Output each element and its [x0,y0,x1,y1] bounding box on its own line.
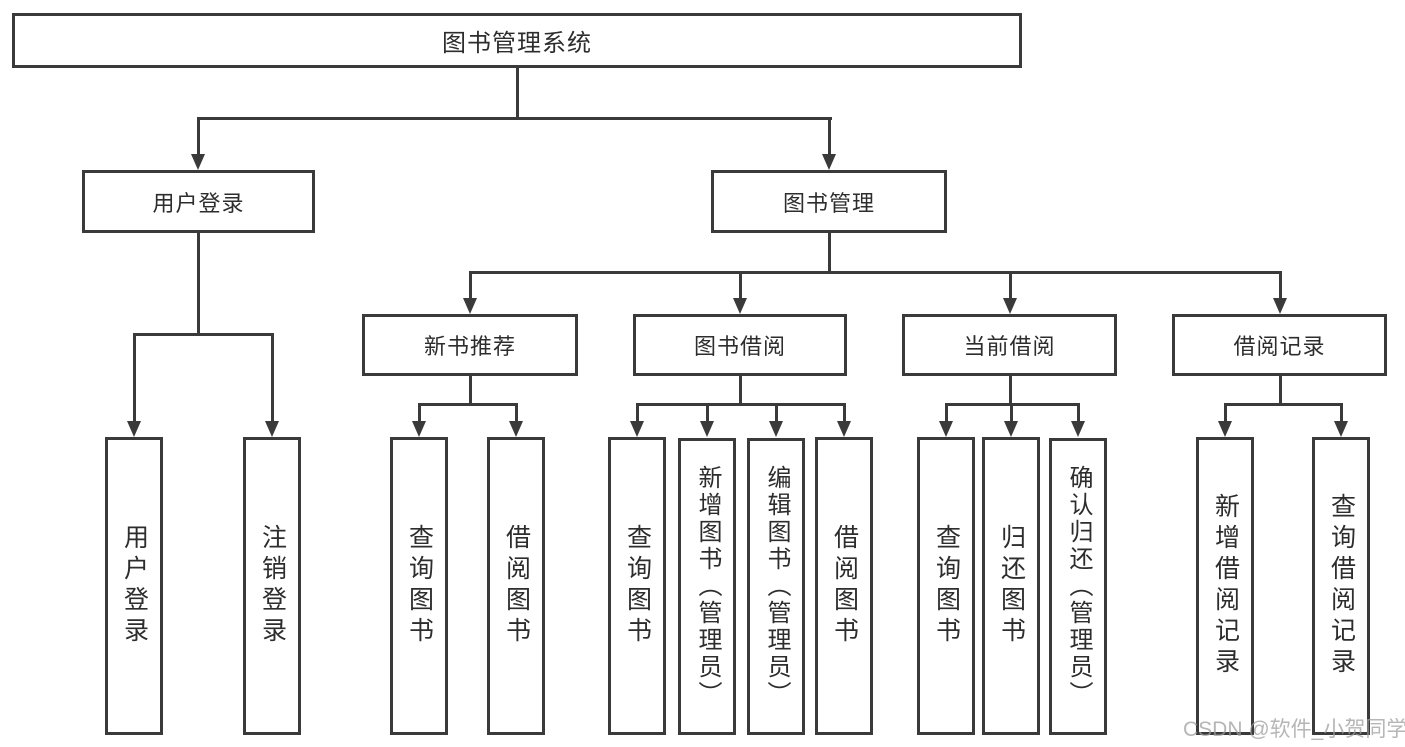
node-book-management-label: 图书管理 [782,190,875,216]
arrow-down [1071,421,1085,437]
node-root-label: 图书管理系统 [442,30,592,57]
node-user-login: 用户登录 [82,170,315,233]
arrow-down [1004,421,1018,437]
leaf-label: 查询图书 [932,524,961,648]
arrow-down [630,421,644,437]
leaf-borrow-books: 借阅图书 [815,437,873,735]
connector-line [843,403,846,421]
connector-bar [469,271,1282,274]
connector-line [197,233,200,335]
arrow-down [700,421,714,437]
connector-line [418,403,421,421]
connector-line [828,233,831,273]
leaf-label: 用户登录 [120,524,149,648]
connector-line [515,403,518,421]
leaf-label: 新增图书（管理员） [694,465,721,708]
node-book-borrow-label: 图书借阅 [693,334,786,359]
connector-line [1224,403,1227,421]
csdn-watermark: CSDN @软件_小贺同学 [1183,718,1405,741]
arrow-down [1334,421,1348,437]
connector-line [739,271,742,298]
connector-line [133,333,136,421]
connector-line [1340,403,1343,421]
arrow-down [1273,298,1287,314]
connector-line [828,117,831,155]
connector-bar [418,403,518,406]
node-current-borrow-label: 当前借阅 [963,334,1056,359]
arrow-down [837,421,851,437]
connector-line [1010,403,1013,421]
leaf-edit-books-admin: 编辑图书（管理员） [747,438,805,735]
node-user-login-label: 用户登录 [152,190,245,216]
arrow-down [265,421,279,437]
leaf-return-books: 归还图书 [982,437,1040,735]
leaf-label: 编辑图书（管理员） [763,465,790,708]
node-current-borrow: 当前借阅 [902,314,1117,376]
arrow-down [191,154,205,170]
connector-line [1279,376,1282,405]
connector-bar [197,117,832,120]
node-borrow-records: 借阅记录 [1172,314,1387,376]
node-borrow-records-label: 借阅记录 [1233,334,1326,359]
connector-line [775,403,778,421]
leaf-label: 借阅图书 [830,524,859,648]
connector-line [1009,376,1012,405]
leaf-label: 查询图书 [405,524,434,648]
connector-bar [1224,403,1342,406]
connector-line [469,376,472,405]
connector-line [1077,403,1080,421]
arrow-down [822,154,836,170]
leaf-add-books-admin: 新增图书（管理员） [678,438,736,735]
connector-line [636,403,639,421]
arrow-down [412,421,426,437]
leaf-label: 注销登录 [258,524,287,648]
leaf-add-borrow-record: 新增借阅记录 [1196,437,1254,735]
arrow-down [1218,421,1232,437]
arrow-down [509,421,523,437]
node-book-borrow: 图书借阅 [633,314,847,376]
leaf-query-borrow-record: 查询借阅记录 [1312,437,1370,735]
connector-line [271,333,274,421]
leaf-logout: 注销登录 [243,437,301,735]
node-new-book-recommend-label: 新书推荐 [423,334,516,359]
connector-bar [636,403,846,406]
leaf-query-books-recommend: 查询图书 [390,437,448,735]
leaf-user-login: 用户登录 [105,437,163,735]
connector-line [197,117,200,155]
leaf-label: 归还图书 [997,524,1026,648]
arrow-down [939,421,953,437]
arrow-down [463,298,477,314]
leaf-label: 确认归还（管理员） [1065,465,1092,708]
arrow-down [127,421,141,437]
arrow-down [769,421,783,437]
leaf-confirm-return-admin: 确认归还（管理员） [1049,438,1107,735]
leaf-query-books-current: 查询图书 [917,437,975,735]
node-new-book-recommend: 新书推荐 [362,314,578,376]
leaf-label: 查询借阅记录 [1327,493,1356,679]
arrow-down [1003,298,1017,314]
connector-line [945,403,948,421]
connector-line [739,376,742,405]
connector-line [1009,271,1012,298]
connector-line [469,271,472,298]
connector-bar [133,333,274,336]
node-book-management: 图书管理 [711,170,947,233]
leaf-query-books-borrow: 查询图书 [608,437,666,735]
arrow-down [733,298,747,314]
connector-line [516,68,519,117]
leaf-label: 查询图书 [623,524,652,648]
leaf-label: 新增借阅记录 [1211,493,1240,679]
connector-line [706,403,709,421]
node-root: 图书管理系统 [12,13,1022,68]
connector-line [1279,271,1282,298]
leaf-borrow-books-recommend: 借阅图书 [487,437,545,735]
leaf-label: 借阅图书 [502,524,531,648]
